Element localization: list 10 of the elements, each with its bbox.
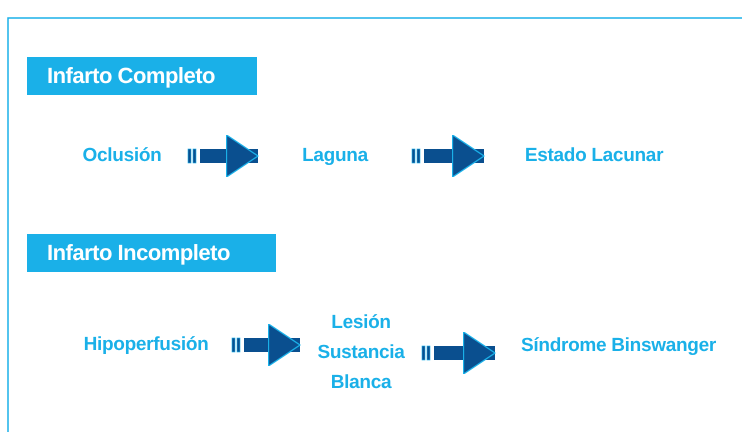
stage-label: Oclusión — [82, 144, 162, 168]
section-header — [27, 234, 276, 272]
section-header — [27, 57, 257, 95]
section-title: Infarto Completo — [47, 63, 215, 89]
stage-label: Hipoperfusión — [84, 333, 208, 357]
stage-label: Laguna — [302, 144, 368, 168]
stage-label: Lesión Sustancia Blanca — [316, 311, 406, 395]
stage-label: Estado Lacunar — [524, 144, 664, 168]
section-title: Infarto Incompleto — [47, 240, 230, 266]
stage-label: Síndrome Binswanger — [521, 334, 716, 358]
